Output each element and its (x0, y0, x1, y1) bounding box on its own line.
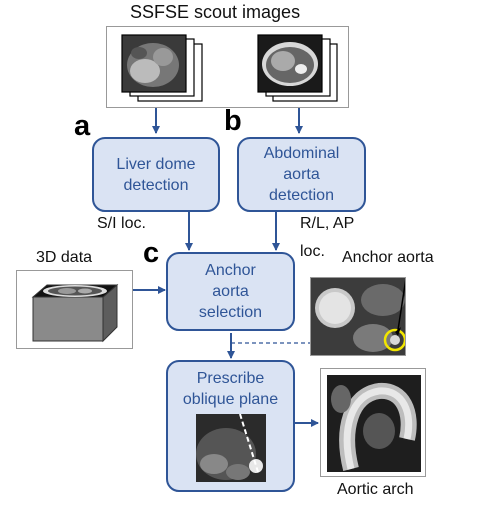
3d-data-frame (16, 270, 133, 349)
rl-ap-label-line-2: loc. (300, 243, 325, 260)
aortic-arch-image (327, 375, 421, 472)
figure-title: SSFSE scout images (130, 2, 301, 22)
oblique-plane-image (196, 414, 266, 482)
anchor-line-2: aorta (212, 283, 249, 300)
aorta-detection-box: Abdominal aorta detection (237, 137, 366, 212)
prescribe-line-2: oblique plane (182, 391, 279, 408)
anchor-aorta-selection-box: Anchor aorta selection (166, 252, 295, 331)
anchor-aorta-image-frame (310, 277, 406, 356)
panel-letter-a: a (74, 110, 91, 142)
aorta-line-3: detection (269, 187, 334, 204)
si-loc-label: S/I loc. (97, 215, 146, 232)
anchor-aorta-label: Anchor aorta (342, 249, 434, 266)
3d-data-label: 3D data (36, 249, 93, 266)
aortic-arch-label: Aortic arch (337, 481, 414, 498)
3d-data-volume (31, 283, 119, 343)
anchor-line-1: Anchor (205, 262, 256, 279)
scout-images-frame (106, 26, 349, 108)
liver-line-1: Liver dome (116, 155, 196, 173)
liver-line-2: detection (123, 176, 189, 194)
panel-letter-c: c (143, 237, 160, 269)
prescribe-line-1: Prescribe (196, 370, 265, 387)
panel-letter-b: b (224, 105, 242, 137)
aortic-arch-image-frame (320, 368, 426, 477)
aorta-line-2: aorta (283, 166, 320, 183)
liver-dome-detection-box: Liver dome detection (92, 137, 220, 212)
scout-images-stack (121, 34, 338, 102)
rl-ap-label-line-1: R/L, AP (300, 215, 355, 232)
aorta-line-1: Abdominal (263, 145, 340, 162)
oblique-plane-preview (196, 414, 266, 482)
anchor-line-3: selection (198, 304, 263, 321)
anchor-aorta-image (311, 278, 405, 355)
